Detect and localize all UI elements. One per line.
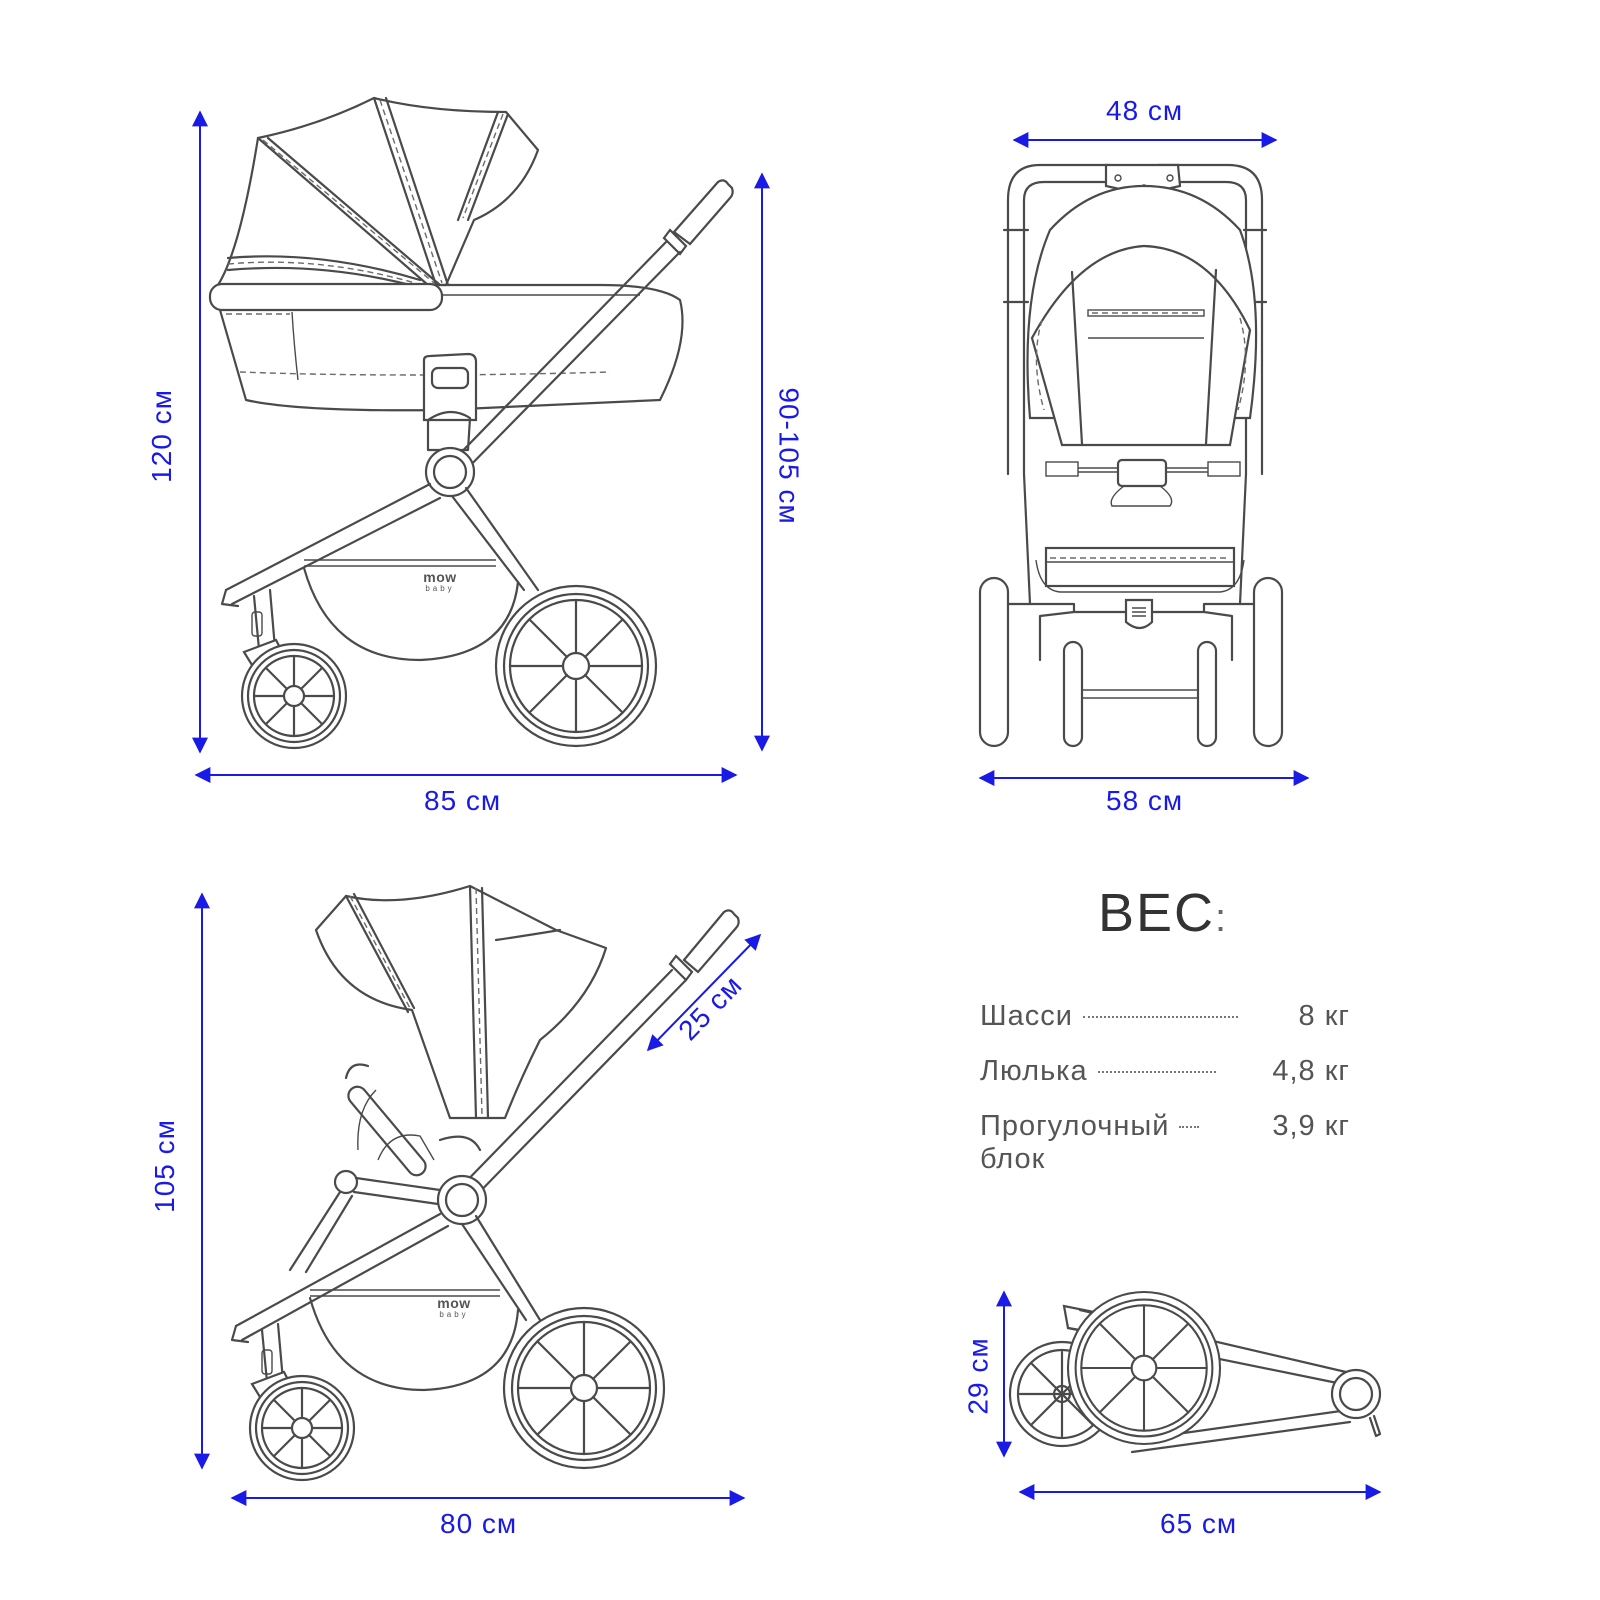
- dimension-lines: [192, 110, 1382, 1506]
- front-wheelbase-width-label: 58 см: [1106, 785, 1184, 816]
- stroller-height-label: 105 см: [148, 1119, 180, 1213]
- folded-length-label: 65 см: [1160, 1508, 1238, 1539]
- stroller-side-view: [230, 884, 740, 1482]
- weight-row-chassis: Шасси 8 кг: [980, 1000, 1350, 1032]
- weight-row-stroller-seat: Прогулочный 3,9 кг блок: [980, 1110, 1350, 1175]
- carrycot-height-label: 120 см: [145, 389, 177, 483]
- weight-title: ВЕС:: [1098, 883, 1229, 943]
- carrycot-side-view: [208, 96, 734, 750]
- handle-height-label: 90-105 см: [773, 387, 805, 525]
- folded-height-label: 29 см: [962, 1337, 994, 1415]
- stroller-length-label: 80 см: [440, 1508, 518, 1539]
- front-view: [978, 163, 1284, 748]
- carrycot-length-label: 85 см: [424, 785, 502, 816]
- weight-row-carrycot: Люлька 4,8 кг: [980, 1055, 1350, 1087]
- front-top-width-label: 48 см: [1106, 95, 1184, 126]
- folded-view: [1008, 1290, 1382, 1454]
